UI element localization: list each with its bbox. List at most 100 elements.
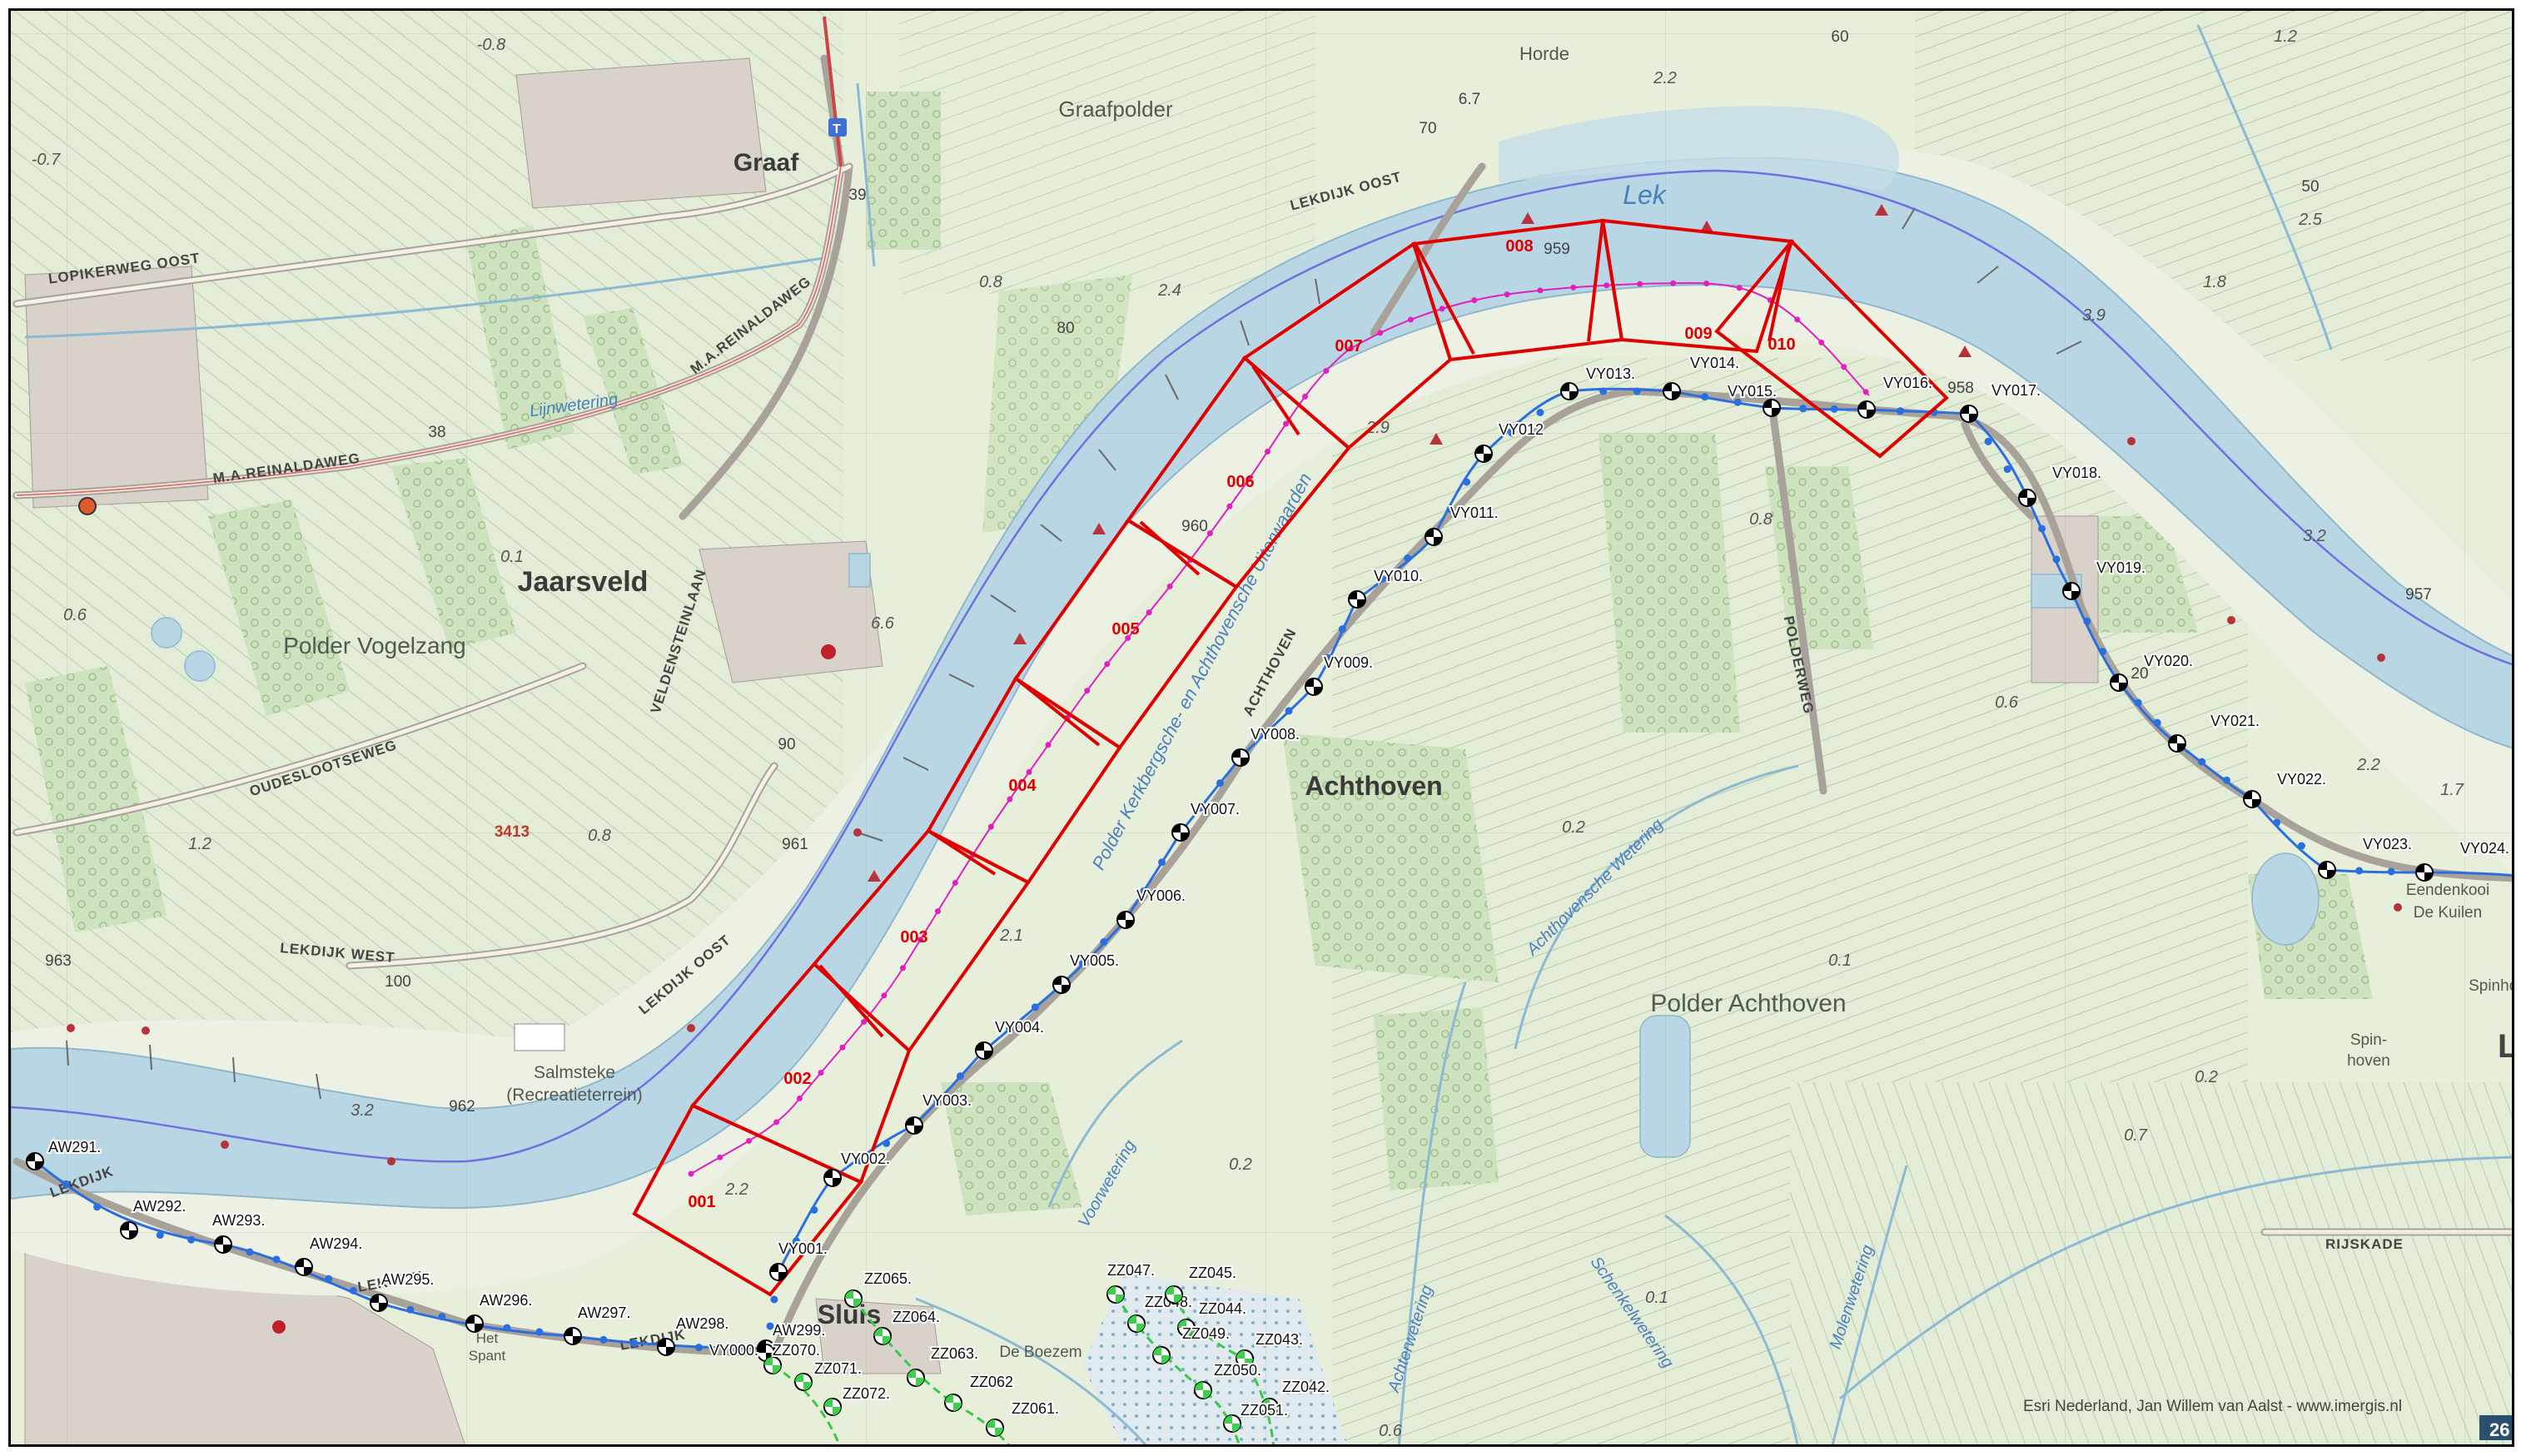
route-marker-aw298[interactable]: AW298. bbox=[657, 1314, 730, 1356]
flight-dot bbox=[934, 908, 941, 915]
route-marker-vy014[interactable]: VY014. bbox=[1663, 353, 1741, 400]
route-marker-vy012[interactable]: VY012 bbox=[1474, 420, 1545, 463]
flight-dot bbox=[717, 1154, 723, 1160]
flight-dot bbox=[1407, 316, 1414, 323]
route-marker-vy011[interactable]: VY011. bbox=[1425, 503, 1500, 546]
route-marker-vy003[interactable]: VY003. bbox=[905, 1091, 973, 1135]
route-marker-vy022[interactable]: VY022. bbox=[2243, 769, 2328, 808]
route-marker-aw293[interactable]: AW293. bbox=[211, 1210, 266, 1254]
route-marker-zz045[interactable]: ZZ045. bbox=[1165, 1263, 1238, 1304]
route-marker-label: AW293. bbox=[212, 1212, 265, 1229]
route-dot bbox=[2273, 818, 2281, 827]
route-marker-vy016[interactable]: VY016. bbox=[1857, 373, 1934, 419]
route-marker-vy013[interactable]: VY013. bbox=[1560, 364, 1637, 400]
route-marker-vy005[interactable]: VY005. bbox=[1052, 951, 1121, 994]
church-icon bbox=[821, 644, 836, 659]
route-marker-zz070[interactable]: ZZ070. bbox=[763, 1340, 822, 1374]
route-marker-vy017[interactable]: VY017. bbox=[1960, 380, 2042, 423]
elevation-label: 0.2 bbox=[1562, 818, 1585, 837]
route-marker-vy019[interactable]: VY019. bbox=[2062, 558, 2147, 600]
route-marker-label: ZZ047. bbox=[1107, 1262, 1155, 1279]
flight-dot bbox=[861, 1018, 868, 1025]
route-marker-zz072[interactable]: ZZ072. bbox=[823, 1384, 892, 1416]
route-marker-vy015[interactable]: VY015. bbox=[1726, 381, 1781, 417]
section-label-009: 009 bbox=[1684, 325, 1712, 343]
route-marker-vy020[interactable]: VY020. bbox=[2110, 651, 2195, 692]
route-marker-vy010[interactable]: VY010. bbox=[1348, 566, 1425, 609]
route-marker-zz061[interactable]: ZZ061. bbox=[986, 1399, 1061, 1437]
route-marker-aw294[interactable]: AW294. bbox=[295, 1234, 364, 1276]
train-station-icon bbox=[828, 118, 847, 137]
flight-dot bbox=[987, 823, 994, 830]
route-marker-zz043[interactable]: ZZ043. bbox=[1236, 1329, 1305, 1368]
route-dot bbox=[2355, 867, 2364, 875]
flight-dot bbox=[818, 1070, 824, 1076]
flight-dot bbox=[1862, 389, 1869, 395]
route-marker-label: ZZ072. bbox=[843, 1385, 890, 1402]
route-dot bbox=[1140, 887, 1148, 895]
route-marker-vy021[interactable]: VY021. bbox=[2168, 711, 2261, 753]
region-label-polder-achthoven: Polder Achthoven bbox=[1650, 990, 1846, 1017]
route-marker-vy002[interactable]: VY002. bbox=[823, 1149, 892, 1187]
route-marker-vy008[interactable]: VY008. bbox=[1231, 724, 1301, 767]
route-marker-vy004[interactable]: VY004. bbox=[975, 1017, 1046, 1060]
route-marker-label: VY003. bbox=[922, 1092, 972, 1109]
route-markers: AW291. AW292. AW293. AW294.AW295. AW296. AW29… bbox=[26, 353, 2511, 1437]
kilometer-marker: 963 bbox=[45, 952, 72, 970]
route-marker-vy023[interactable]: VY023. bbox=[2318, 834, 2414, 879]
route-marker-zz064[interactable]: ZZ064. bbox=[873, 1307, 942, 1345]
route-marker-label: ZZ044. bbox=[1199, 1300, 1246, 1317]
route-dot bbox=[1733, 398, 1742, 406]
route-marker-label: VY000. bbox=[709, 1342, 758, 1359]
elevation-label: 3.2 bbox=[351, 1101, 374, 1120]
route-marker-aw297[interactable]: AW297. bbox=[564, 1303, 632, 1345]
region-label-het-spant: Het bbox=[476, 1330, 499, 1346]
elevation-label: 2.2 bbox=[724, 1180, 748, 1199]
survey-sections bbox=[632, 218, 1949, 1297]
route-dot bbox=[1261, 730, 1269, 738]
route-marker-vy000[interactable]: VY000. bbox=[708, 1340, 775, 1362]
route-marker-zz071[interactable]: ZZ071. bbox=[794, 1359, 863, 1391]
route-marker-zz050[interactable]: ZZ050. bbox=[1194, 1360, 1263, 1399]
elevation-label: 2.4 bbox=[1157, 281, 1181, 300]
flight-dot bbox=[1703, 280, 1710, 286]
route-marker-aw291[interactable]: AW291. bbox=[26, 1137, 102, 1170]
route-dot bbox=[630, 1339, 639, 1348]
route-marker-label: VY008. bbox=[1251, 726, 1300, 743]
route-marker-zz044[interactable]: ZZ044. bbox=[1177, 1299, 1248, 1337]
route-marker-label: ZZ064. bbox=[893, 1309, 940, 1325]
route-marker-aw292[interactable]: AW292. bbox=[120, 1196, 187, 1240]
route-marker-aw296[interactable]: AW296. bbox=[465, 1290, 534, 1333]
route-marker-vy006[interactable]: VY006. bbox=[1116, 886, 1187, 929]
route-marker-zz048[interactable]: ZZ048. bbox=[1127, 1292, 1194, 1333]
route-marker-zz049[interactable]: ZZ049. bbox=[1152, 1324, 1231, 1364]
flight-dot bbox=[1301, 393, 1308, 400]
route-dot bbox=[728, 1344, 736, 1352]
route-marker-vy018[interactable]: VY018. bbox=[2018, 463, 2103, 507]
elevation-label: -0.7 bbox=[32, 151, 61, 169]
flight-dot bbox=[881, 992, 888, 999]
route-marker-zz051[interactable]: ZZ051. bbox=[1223, 1400, 1290, 1433]
flight-dot bbox=[1736, 285, 1743, 291]
route-marker-vy024[interactable]: VY024. bbox=[2415, 838, 2511, 882]
kilometer-marker: 960 bbox=[1181, 518, 1208, 535]
route-marker-zz047[interactable]: ZZ047. bbox=[1106, 1260, 1156, 1304]
route-marker-label: VY010. bbox=[1374, 568, 1423, 584]
route-marker-zz042[interactable]: ZZ042. bbox=[1261, 1377, 1331, 1416]
church-icon-2 bbox=[272, 1320, 286, 1334]
sheet-number: 26 bbox=[2489, 1419, 2509, 1440]
route-marker-vy009[interactable]: VY009. bbox=[1305, 653, 1375, 696]
route-marker-zz063[interactable]: ZZ063. bbox=[907, 1344, 980, 1387]
route-marker-vy007[interactable]: VY007. bbox=[1171, 799, 1241, 842]
route-marker-zz065[interactable]: ZZ065. bbox=[844, 1269, 913, 1308]
route-marker-label: ZZ061. bbox=[1012, 1400, 1059, 1417]
route-marker-vy001[interactable]: VY001. bbox=[769, 1239, 829, 1281]
route-marker-zz062[interactable]: ZZ062 bbox=[944, 1372, 1015, 1412]
route-marker-label: VY007. bbox=[1191, 801, 1240, 817]
route-marker-label: VY002. bbox=[841, 1150, 890, 1167]
elevation-label: 0.1 bbox=[500, 548, 524, 566]
route-marker-aw295[interactable]: AW295. bbox=[370, 1270, 435, 1312]
flight-dot bbox=[1347, 345, 1354, 352]
